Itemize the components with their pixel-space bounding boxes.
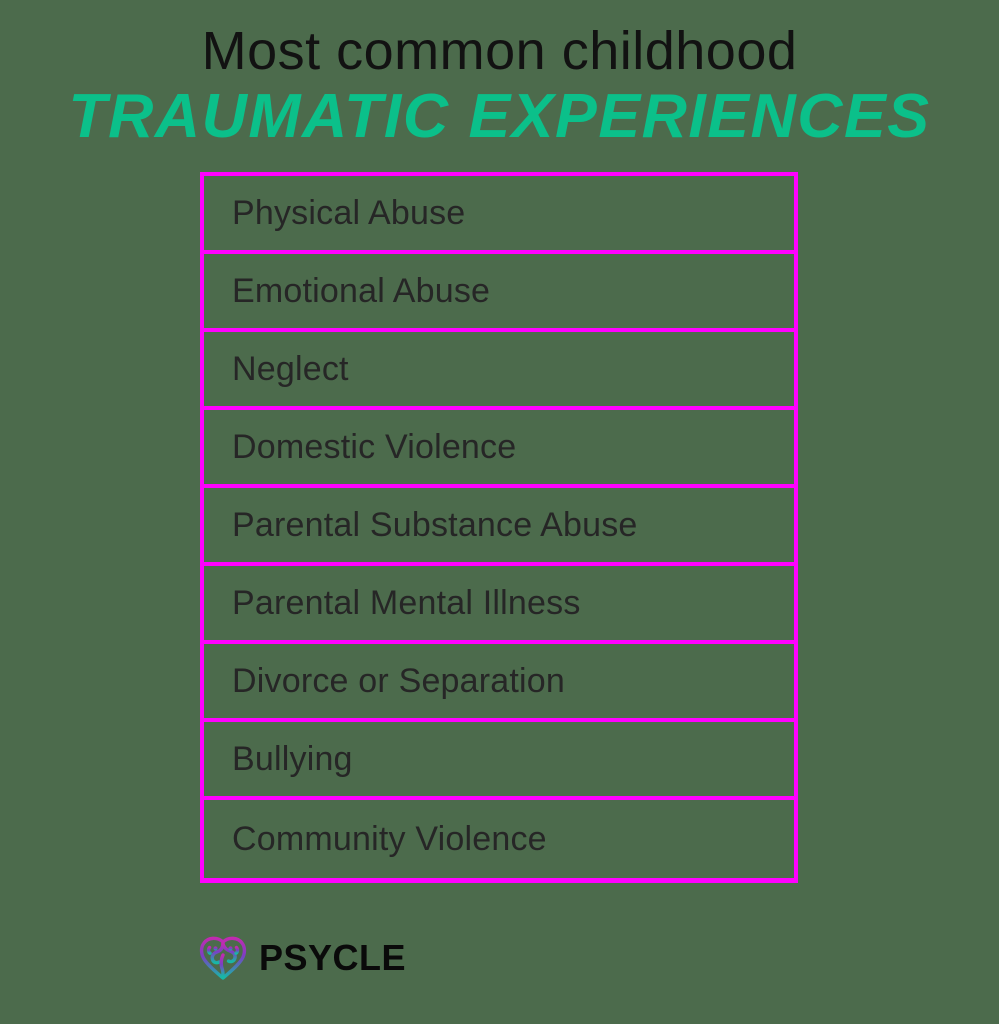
list-item-label: Domestic Violence — [232, 428, 517, 466]
list-item-label: Parental Mental Illness — [232, 584, 581, 622]
list-item: Community Violence — [204, 800, 794, 878]
list-item: Emotional Abuse — [204, 254, 794, 332]
list-item: Divorce or Separation — [204, 644, 794, 722]
list-item-label: Parental Substance Abuse — [232, 506, 638, 544]
list-item: Neglect — [204, 332, 794, 410]
list-item-label: Neglect — [232, 350, 349, 388]
list-item-label: Emotional Abuse — [232, 272, 491, 310]
list-item-label: Divorce or Separation — [232, 662, 566, 700]
title-line-accent: TRAUMATIC EXPERIENCES — [68, 82, 931, 152]
list-item: Parental Substance Abuse — [204, 488, 794, 566]
logo-wordmark: PSYCLE — [259, 937, 407, 978]
brain-icon — [199, 936, 247, 980]
list-item-label: Physical Abuse — [232, 194, 466, 232]
list-item: Physical Abuse — [204, 176, 794, 254]
list-item: Domestic Violence — [204, 410, 794, 488]
list-item: Bullying — [204, 722, 794, 800]
list-item-label: Bullying — [232, 740, 353, 778]
psycle-logo: PSYCLE — [196, 933, 406, 983]
traumatic-experiences-list: Physical Abuse Emotional Abuse Neglect D… — [200, 172, 798, 883]
list-item: Parental Mental Illness — [204, 566, 794, 644]
title-line-primary: Most common childhood — [201, 21, 798, 81]
list-item-label: Community Violence — [232, 820, 547, 858]
page-title: Most common childhood TRAUMATIC EXPERIEN… — [0, 21, 999, 152]
